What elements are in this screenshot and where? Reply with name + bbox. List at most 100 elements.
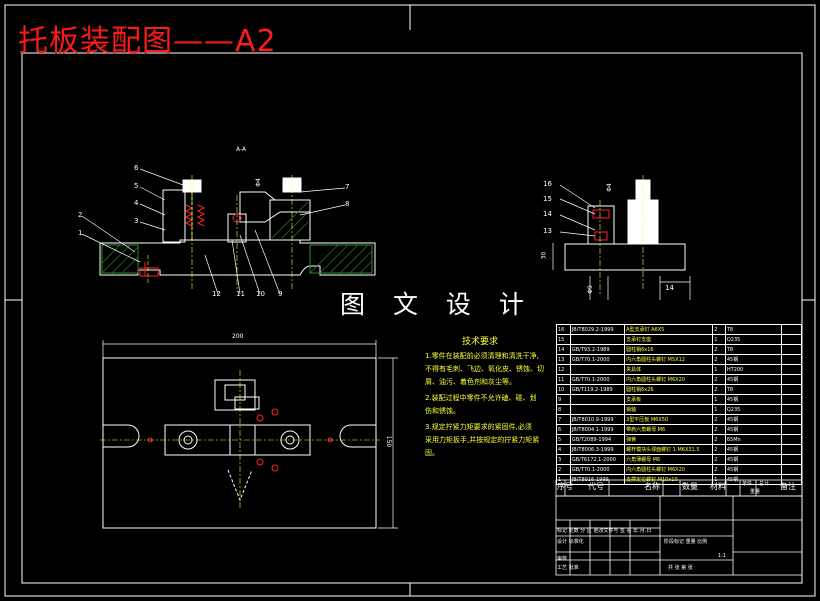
bom-cell: 8 <box>556 404 571 415</box>
bom-cell: 9 <box>556 394 571 405</box>
bom-cell: 2 <box>712 464 726 475</box>
bom-cell <box>781 364 802 375</box>
bom-cell: 10 <box>556 384 571 395</box>
bom-cell: GB/T70.1-2000 <box>569 464 626 475</box>
drawing-title: 托板装配图——A2 <box>18 24 277 59</box>
bom-cell: 45钢 <box>724 464 783 475</box>
bom-cell: 2 <box>712 354 726 365</box>
bom-header-remark: 备注 <box>780 482 796 491</box>
bom-cell: 45钢 <box>724 394 783 405</box>
dim-side-bottom-left-label: Φ9 <box>586 285 594 294</box>
front-section-view <box>81 168 376 295</box>
bom-cell: GB/T70.1-2000 <box>569 354 626 365</box>
tech-req-line: 1.零件在装配前必须清理和清洗干净, <box>425 352 539 360</box>
bom-cell <box>569 364 626 375</box>
bom-cell: 夹具体 <box>624 364 714 375</box>
bom-cell <box>569 394 626 405</box>
bom-cell: 16 <box>556 324 571 335</box>
bom-cell <box>569 334 626 345</box>
bom-cell: 1 <box>712 364 726 375</box>
bom-cell: 支承板 <box>624 394 714 405</box>
tech-req-line: 不得有毛刺、飞边、氧化皮、锈蚀、切 <box>425 365 544 373</box>
bom-cell: GB/T70.1-2000 <box>569 374 626 385</box>
bom-cell: 2 <box>712 384 726 395</box>
bom-cell: 45钢 <box>724 374 783 385</box>
bom-cell: GB/T6172.1-2000 <box>569 454 626 465</box>
bom-cell: 2 <box>556 464 571 475</box>
bom-cell: 螺杆模块头球面螺钉 1.M6X31.5 <box>624 444 714 455</box>
bom-cell: 2 <box>712 374 726 385</box>
bom-cell <box>781 464 802 475</box>
title-block-row3: 审核 <box>557 556 568 562</box>
bom-cell: 65Mn <box>724 434 783 445</box>
bom-cell: T8 <box>724 344 783 355</box>
part-label: 6 <box>134 164 139 172</box>
title-block-row4: 工艺 批准 <box>557 565 579 571</box>
tech-req-line: 3.规定拧紧力矩要求的紧固件,必须 <box>425 423 532 431</box>
bom-cell: 13 <box>556 354 571 365</box>
title-block-stage: 阶段标记 重量 比例 <box>664 539 708 545</box>
bom-header-unit: 单件 <box>742 481 753 487</box>
bom-cell: 12 <box>556 364 571 375</box>
bom-cell: 带肩六角螺母 M6 <box>624 424 714 435</box>
bom-cell: 5 <box>556 434 571 445</box>
bom-cell <box>781 424 802 435</box>
part-label: 14 <box>543 210 552 218</box>
bom-cell: Q235 <box>724 404 783 415</box>
bom-cell: 1 <box>712 334 726 345</box>
tech-req-line: 采用力矩扳手,并按规定的拧紧力矩紧 <box>425 436 540 444</box>
bom-cell <box>781 344 802 355</box>
bom-cell: 2 <box>712 324 726 335</box>
part-label: 5 <box>134 182 139 190</box>
bom-cell: 3型平压板 M6X50 <box>624 414 714 425</box>
watermark-text: 图 文 设 计 <box>340 290 534 319</box>
bom-cell: 6 <box>556 424 571 435</box>
bom-cell: 内六角圆柱头螺钉 M6X20 <box>624 374 714 385</box>
bom-cell: 2 <box>712 344 726 355</box>
part-label: 16 <box>543 180 552 188</box>
bom-header-qty: 数量 <box>682 482 698 491</box>
bom-cell <box>781 374 802 385</box>
bom-cell: JB/T8006.3-1999 <box>569 444 626 455</box>
bom-cell: GB/T93.2-1989 <box>569 344 626 355</box>
bom-cell <box>781 454 802 465</box>
part-label: 1 <box>78 229 83 237</box>
part-label: 12 <box>212 290 221 298</box>
bom-cell <box>781 324 802 335</box>
tech-req-title: 技术要求 <box>462 337 499 347</box>
dim-height-label: 150 <box>385 435 393 448</box>
bom-cell: 六角薄螺母 M6 <box>624 454 714 465</box>
bom-cell <box>781 394 802 405</box>
dim-small-label: Φ4 <box>254 178 262 187</box>
bom-cell <box>781 354 802 365</box>
dim-width-label: 200 <box>232 333 244 340</box>
bom-cell: 2 <box>712 424 726 435</box>
tech-req-line: 屑、油污、着色剂和灰尘等。 <box>425 378 516 386</box>
bom-header-weight: 重量 <box>750 489 761 495</box>
bom-header-total: 总计 <box>759 481 770 487</box>
bom-cell: 45钢 <box>724 354 783 365</box>
bom-cell: 7 <box>556 414 571 425</box>
part-label: 13 <box>543 227 552 235</box>
bom-cell: 15 <box>556 334 571 345</box>
bom-header-material: 材料 <box>710 482 726 491</box>
bom-cell: JB/T8029.2-1999 <box>569 324 626 335</box>
bom-cell: 销轴 <box>624 404 714 415</box>
bom-cell: JB/T8004.1-1999 <box>569 424 626 435</box>
bom-cell <box>781 384 802 395</box>
title-block-grid <box>555 479 803 576</box>
bom-cell: T8 <box>724 324 783 335</box>
bom-cell <box>781 474 802 485</box>
part-label: 8 <box>345 200 350 208</box>
